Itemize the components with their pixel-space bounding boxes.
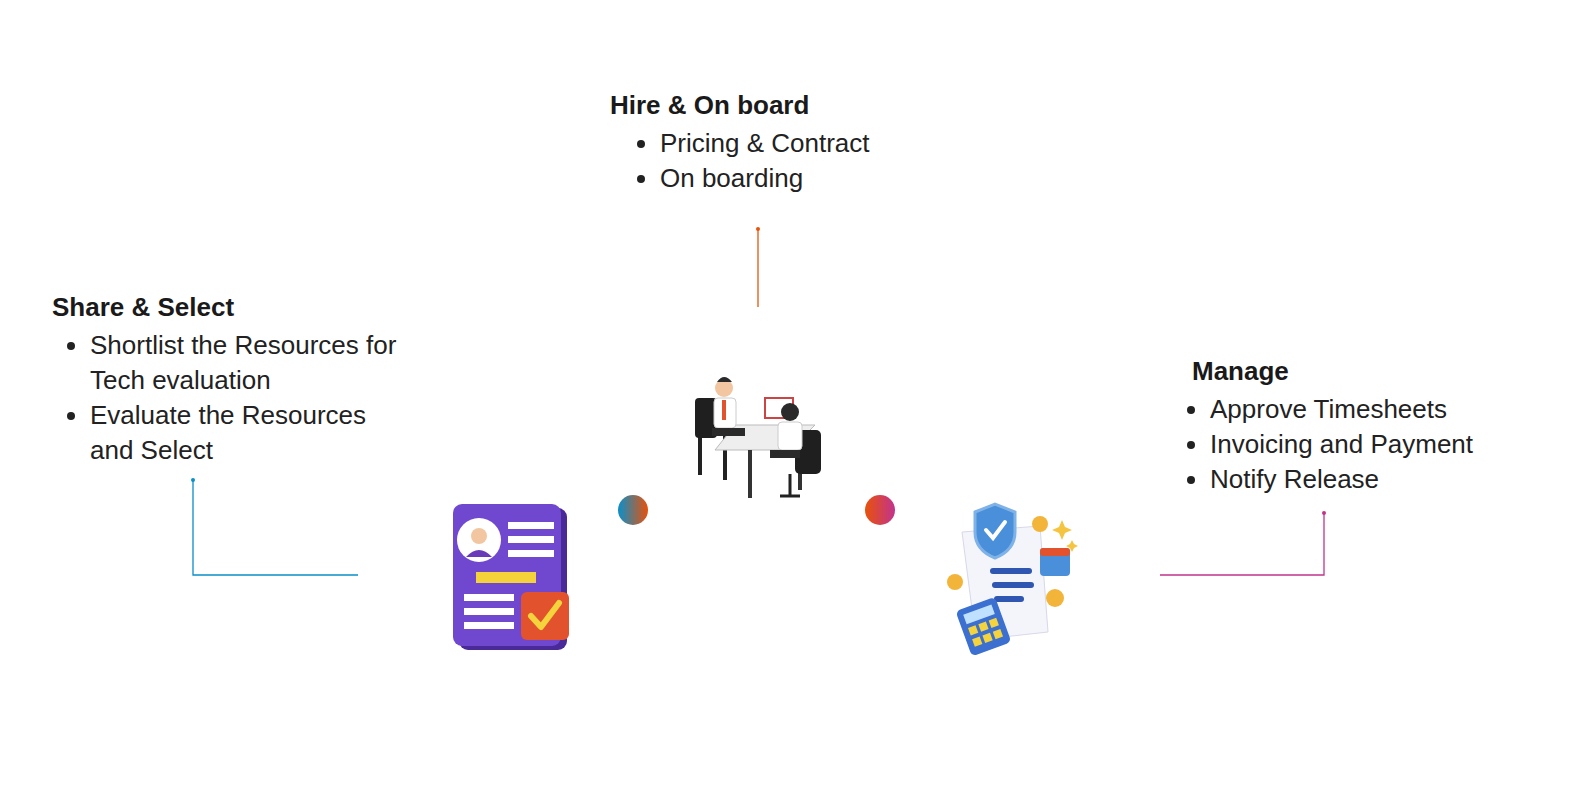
hexagon-fill <box>850 441 1160 709</box>
hexagon-fill <box>604 307 912 575</box>
step-heading: Share & Select <box>52 290 402 324</box>
junction-ring <box>858 488 902 532</box>
bullet-list: Shortlist the Resources for Tech evaluat… <box>52 328 402 468</box>
text-block: Share & SelectShortlist the Resources fo… <box>52 290 402 468</box>
bullet-item: Notify Release <box>1210 462 1552 497</box>
hexagon-shape <box>850 441 1160 709</box>
meeting-icon <box>695 377 821 498</box>
process-hexagon: ManageApprove TimesheetsInvoicing and Pa… <box>850 441 1160 709</box>
junction-dot <box>618 495 648 525</box>
bullet-item: Pricing & Contract <box>660 126 940 161</box>
hexagon-shape <box>604 307 912 575</box>
leader-line <box>1160 513 1324 575</box>
bullet-item: Shortlist the Resources for Tech evaluat… <box>90 328 402 398</box>
junction-rings <box>611 488 902 532</box>
leader-line <box>757 229 758 307</box>
hexagon-shape <box>358 441 666 709</box>
bullet-item: On boarding <box>660 161 940 196</box>
junction-dot <box>865 495 895 525</box>
text-block: ManageApprove TimesheetsInvoicing and Pa… <box>1192 354 1552 497</box>
bullet-item: Approve Timesheets <box>1210 392 1552 427</box>
bullet-list: Pricing & ContractOn boarding <box>610 126 940 196</box>
text-block: Hire & On boardPricing & ContractOn boar… <box>610 88 940 196</box>
invoice-icon <box>947 504 1078 656</box>
process-hexagon: Hire & On boardPricing & ContractOn boar… <box>604 307 912 575</box>
bullet-item: Evaluate the Resources and Select <box>90 398 402 468</box>
leader-dot <box>191 478 195 482</box>
process-hexagon: Share & SelectShortlist the Resources fo… <box>358 441 666 709</box>
resume-icon <box>453 504 569 650</box>
leader-line <box>193 480 358 575</box>
leader-dot <box>1322 511 1326 515</box>
step-heading: Hire & On board <box>610 88 940 122</box>
step-heading: Manage <box>1192 354 1552 388</box>
bullet-list: Approve TimesheetsInvoicing and PaymentN… <box>1192 392 1552 497</box>
bullet-item: Invoicing and Payment <box>1210 427 1552 462</box>
junction-ring <box>611 488 655 532</box>
leader-dot <box>756 227 760 231</box>
hexagon-fill <box>358 441 666 709</box>
